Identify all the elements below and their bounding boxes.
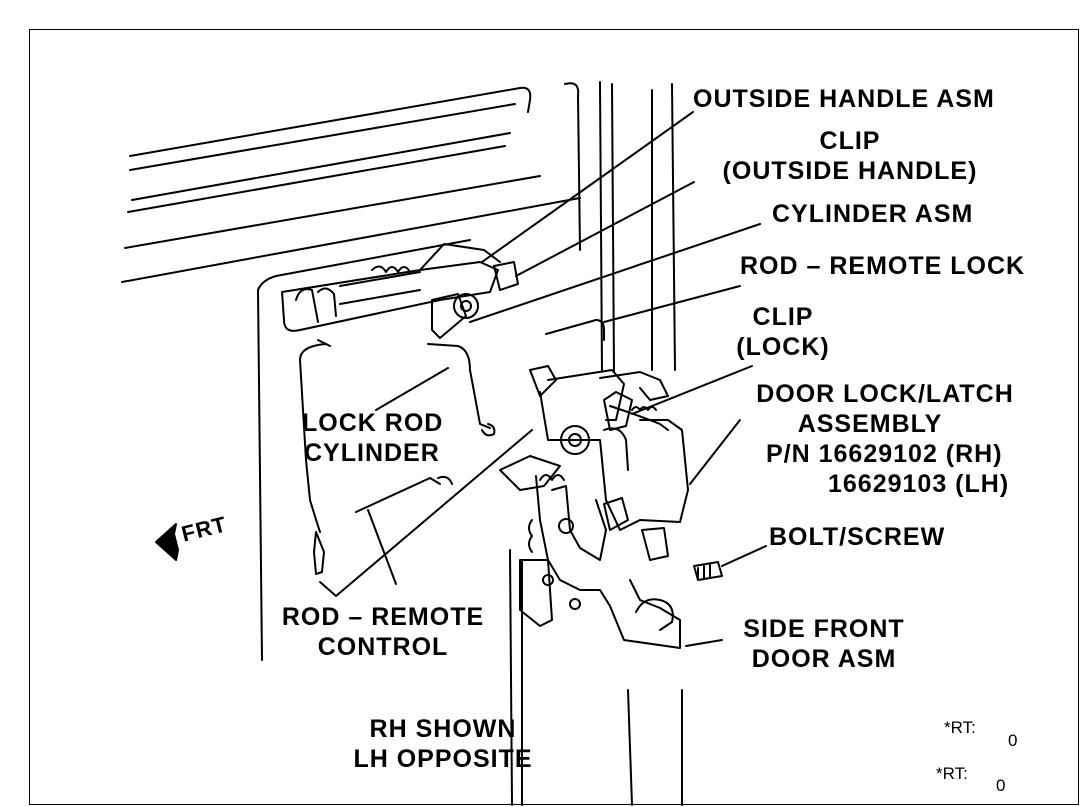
label-rod-remote-control: ROD – REMOTE CONTROL <box>268 602 498 662</box>
leader-lines <box>319 111 767 647</box>
label-clip-lock: CLIP (LOCK) <box>728 302 838 362</box>
rt-value-1: 0 <box>1008 731 1018 750</box>
label-lock-rod-cylinder-line2: CYLINDER <box>304 439 440 467</box>
label-outside-handle-asm: OUTSIDE HANDLE ASM <box>693 85 995 113</box>
label-clip-outside-handle-line1: CLIP <box>819 127 881 155</box>
label-door-lock-latch-line2: ASSEMBLY <box>797 410 943 438</box>
rt-label-2: *RT: <box>936 764 968 783</box>
lock-rod-cylinder <box>427 343 496 437</box>
label-rod-remote-control-line1: ROD – REMOTE <box>281 603 485 631</box>
rod-remote-lock <box>545 319 605 341</box>
label-clip-outside-handle: CLIP (OUTSIDE HANDLE) <box>700 126 1000 186</box>
outside-handle <box>281 243 519 332</box>
label-bolt-screw: BOLT/SCREW <box>769 523 946 551</box>
label-clip-outside-handle-line2: (OUTSIDE HANDLE) <box>722 157 978 185</box>
rt-value-2: 0 <box>996 776 1006 795</box>
label-lock-rod-cylinder-line1: LOCK ROD <box>302 409 444 437</box>
label-side-front-door-asm: SIDE FRONT DOOR ASM <box>724 614 924 674</box>
figure-frame <box>29 29 1079 805</box>
label-lock-rod-cylinder: LOCK ROD CYLINDER <box>302 408 443 468</box>
label-door-lock-latch-assembly: DOOR LOCK/LATCH ASSEMBLY P/N 16629102 (R… <box>720 379 1050 499</box>
label-clip-lock-line2: (LOCK) <box>736 333 830 361</box>
door-pillar <box>509 81 683 806</box>
front-arrow-icon <box>155 523 179 561</box>
label-door-lock-latch-line1: DOOR LOCK/LATCH <box>756 380 1014 408</box>
cylinder-asm <box>431 293 479 339</box>
label-rh-shown-lh-opposite: RH SHOWN LH OPPOSITE <box>330 714 556 774</box>
label-door-lock-latch-pn-rh: P/N 16629102 (RH) <box>766 440 1003 468</box>
label-rh-shown: RH SHOWN <box>369 715 517 743</box>
label-door-lock-latch-pn-lh: 16629103 (LH) <box>828 470 1010 498</box>
label-clip-lock-line1: CLIP <box>752 303 814 331</box>
latch-assembly <box>499 365 689 649</box>
label-lh-opposite: LH OPPOSITE <box>353 745 533 773</box>
rt-label-1: *RT: <box>944 718 976 737</box>
door-window-outline <box>121 82 581 661</box>
label-side-front-door-asm-line2: DOOR ASM <box>751 645 897 673</box>
bolt-screw <box>693 561 723 581</box>
rod-remote-control <box>299 339 453 575</box>
label-rod-remote-control-line2: CONTROL <box>317 633 449 661</box>
label-rod-remote-lock: ROD – REMOTE LOCK <box>740 252 1026 280</box>
label-cylinder-asm: CYLINDER ASM <box>772 200 974 228</box>
label-side-front-door-asm-line1: SIDE FRONT <box>743 615 905 643</box>
